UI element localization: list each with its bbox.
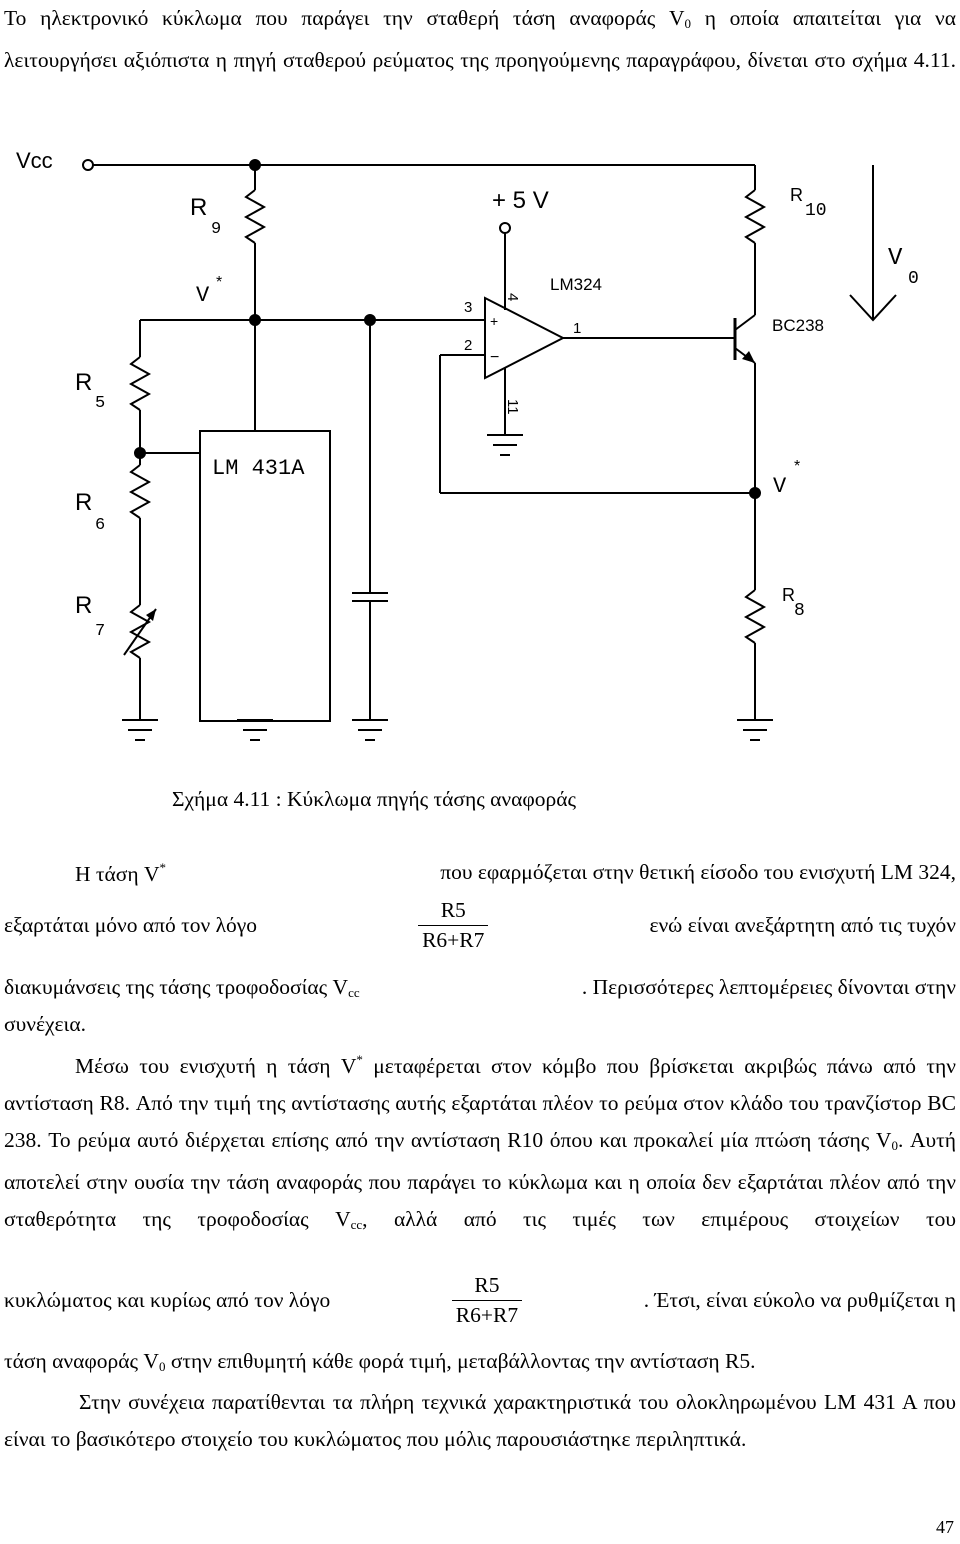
- p4-body: Στην συνέχεια παρατίθενται τα πλήρη τεχν…: [4, 1390, 956, 1451]
- p3-text-a: Μέσω του ενισχυτή η τάση V: [75, 1054, 357, 1078]
- node-vstar-right: [749, 487, 761, 499]
- p3-sub-c: cc: [350, 1217, 363, 1232]
- p2-line3: διακυμάνσεις της τάσης τροφοδοσίας Vcc . …: [4, 975, 956, 1001]
- p3-body: Μέσω του ενισχυτή η τάση V* μεταφέρεται …: [4, 1041, 956, 1243]
- p3-last-line: τάση αναφοράς V0 στην επιθυμητή κάθε φορ…: [4, 1349, 956, 1375]
- p2-text-b: που εφαρμόζεται στην θετική είσοδο του ε…: [440, 860, 956, 884]
- p2-line3-b: . Περισσότερες λεπτομέρειες δίνονται στη…: [581, 975, 956, 999]
- minus-input-sign: −: [490, 349, 499, 366]
- vstar-top-label: V: [196, 283, 210, 308]
- ground-r8: [737, 719, 773, 741]
- ground-r7: [122, 719, 158, 741]
- pin4-label: 4: [504, 293, 521, 301]
- plus5v-label: + 5 V: [492, 187, 549, 214]
- ground-opamp: [487, 434, 523, 456]
- pin1-label: 1: [573, 320, 581, 337]
- lm431a-label: LM 431A: [212, 456, 305, 481]
- r8-index: 8: [794, 601, 805, 621]
- r5-resistor: [128, 356, 152, 411]
- p3-text-h: στην επιθυμητή κάθε φορά τιμή, μεταβάλλο…: [165, 1349, 756, 1373]
- r8-label: R: [782, 585, 795, 605]
- r5-label: R: [75, 369, 92, 396]
- r7-resistor: [128, 604, 152, 659]
- bc238-collector: [734, 314, 756, 331]
- r9-resistor: [243, 189, 267, 244]
- r7-label: R: [75, 592, 92, 619]
- intro-sub: 0: [684, 16, 692, 31]
- circuit-diagram: Vcc R 9 V * R 5 R 6 R 7 LM 431A: [16, 148, 919, 741]
- bc238-label: BC238: [772, 316, 824, 335]
- p3-sub-b: 0: [891, 1138, 898, 1153]
- r9-index: 9: [211, 220, 221, 239]
- r6-label: R: [75, 489, 92, 516]
- figure-caption: Σχήμα 4.11 : Κύκλωμα πηγής τάσης αναφορά…: [172, 787, 577, 811]
- vstar-top-star: *: [216, 274, 222, 291]
- p2-star: *: [159, 860, 167, 875]
- plus-input-sign: +: [490, 313, 498, 329]
- p2-line2-b: ενώ είναι ανεξάρτητη από τις τυχόν: [649, 913, 956, 937]
- p2-line1: Η τάση V* που εφαρμόζεται στην θετική εί…: [75, 860, 956, 887]
- intro-text: Το ηλεκτρονικό κύκλωμα που παράγει την σ…: [4, 6, 685, 30]
- r5-index: 5: [95, 394, 105, 413]
- intro-paragraph: Το ηλεκτρονικό κύκλωμα που παράγει την σ…: [4, 0, 956, 79]
- p2-line3-sub: cc: [348, 985, 360, 1000]
- r6-index: 6: [95, 516, 105, 535]
- r10-index: 10: [805, 201, 827, 221]
- fraction-denominator: R6+R7: [418, 925, 489, 953]
- pin2-label: 2: [464, 337, 472, 354]
- v0-label: V: [888, 245, 903, 272]
- r10-label: R: [790, 185, 803, 205]
- lm324-label: LM324: [550, 275, 602, 294]
- page-number: 47: [936, 1517, 954, 1537]
- fraction-numerator: R5: [440, 898, 466, 922]
- ground-lm431: [237, 719, 273, 741]
- fraction2-numerator: R5: [474, 1273, 500, 1297]
- ground-capacitor: [352, 719, 388, 741]
- r9-label: R: [190, 194, 207, 221]
- p3-text-g: τάση αναφοράς V: [4, 1349, 159, 1373]
- p3-text-d: , αλλά από τις τιμές των επιμέρους στοιχ…: [362, 1207, 956, 1231]
- vcc-terminal: [82, 159, 94, 171]
- vcc-label: Vcc: [16, 148, 53, 173]
- pin11-label: 11: [504, 399, 521, 415]
- p2-line3-a: διακυμάνσεις της τάσης τροφοδοσίας V: [4, 975, 349, 999]
- p3-text-f: . Έτσι, είναι εύκολο να ρυθμίζεται η: [643, 1288, 956, 1312]
- p3-text-b: μεταφέρεται στον κόμβο που βρίσκεται ακρ…: [4, 1054, 956, 1152]
- vstar-right-label: V: [773, 474, 787, 499]
- p2-line2-a: εξαρτάται μόνο από τον λόγο: [4, 913, 258, 937]
- r7-index: 7: [95, 622, 105, 641]
- p3-sub-g: 0: [158, 1359, 166, 1374]
- fraction2-denominator: R6+R7: [451, 1300, 523, 1328]
- p3-text-c: . Αυτή αποτελεί στην ουσία την τάση αναφ…: [4, 1128, 957, 1231]
- v0-index: 0: [908, 269, 919, 289]
- vstar-right-star: *: [794, 458, 800, 475]
- lm324-opamp: [484, 296, 566, 380]
- plus5v-terminal: [499, 222, 511, 234]
- p3-star: *: [356, 1052, 363, 1067]
- intro-tail: η οποία απαιτείται για να λειτουργήσει α…: [4, 6, 956, 72]
- p3-text-e: κυκλώματος και κυρίως από τον λόγο: [4, 1288, 331, 1312]
- r8-resistor: [743, 589, 767, 644]
- r10-resistor: [743, 189, 767, 244]
- p2-line4: συνέχεια.: [4, 1012, 86, 1036]
- r6-resistor: [128, 464, 152, 519]
- p2-text-a: Η τάση V: [75, 862, 160, 886]
- pin3-label: 3: [464, 299, 472, 316]
